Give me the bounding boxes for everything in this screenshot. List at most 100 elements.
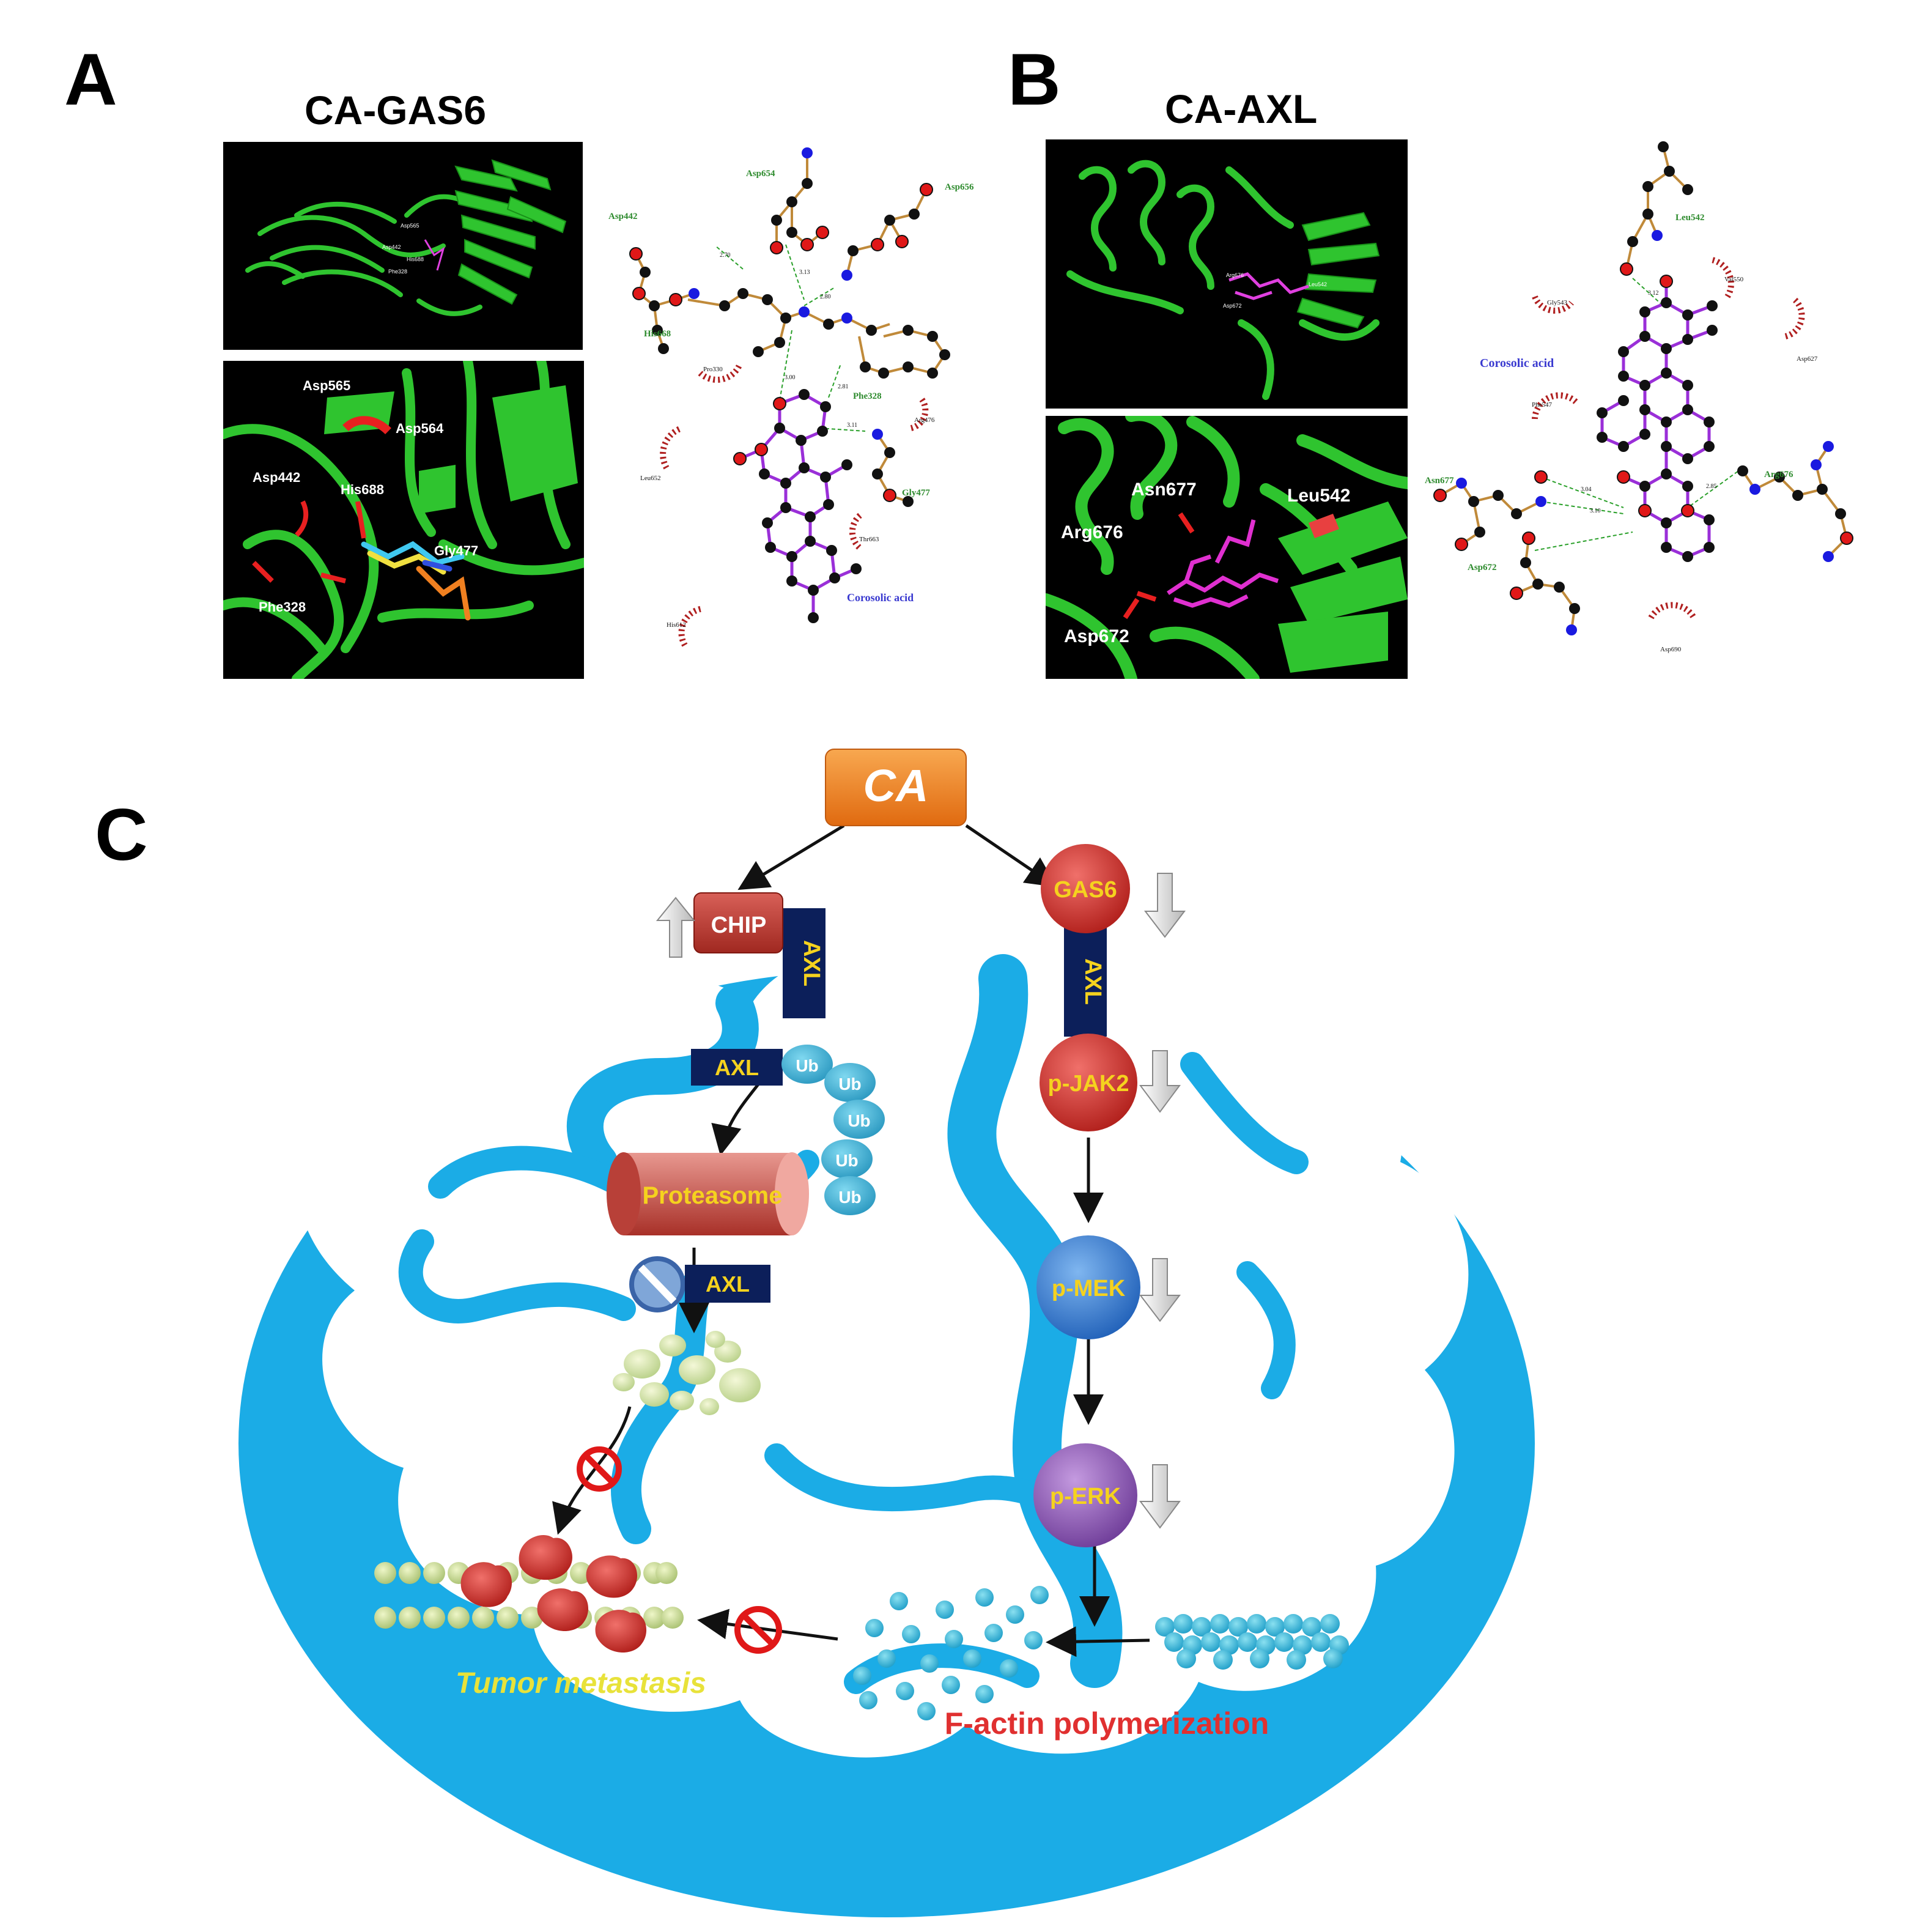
ligplot-a-atoms [629,147,950,623]
dist-a-3: 2.80 [820,294,831,300]
ligplot-b-hydro-2: Gly543 [1547,299,1568,306]
dist-a-2: 3.13 [799,269,810,276]
proteasome-block-icon [629,1256,685,1312]
dist-a-5: 2.81 [838,383,849,390]
svg-text:Asp565: Asp565 [401,223,419,229]
axl-degraded-label: AXL [706,1271,750,1297]
axl-receptor-label: AXL [799,940,824,986]
ca-label: CA [863,760,929,811]
arrow-ca-to-chip [737,824,845,890]
dist-b-4: 2.85 [1706,483,1717,490]
ligplot-b-hydro-5: Asp690 [1660,646,1682,653]
ligplot-a-ligand-name: Corosolic acid [847,591,914,604]
ligplot-a-hydro-1: Pro330 [703,366,723,373]
closeup-b-res-4: Asp672 [1064,626,1129,646]
closeup-a-res-2: Asp564 [396,421,444,436]
panel-c-letter: C [95,794,148,876]
ubiquitin-chain: Ub Ub Ub Ub Ub [781,1045,885,1215]
svg-text:Arg676: Arg676 [1226,272,1244,278]
closeup-a-res-1: Asp565 [303,378,350,393]
perk-label: p-ERK [1050,1484,1121,1509]
pathway-diagram: CA AXL CHIP AXL Ub Ub Ub Ub Ub Proteasom… [238,749,1535,1917]
svg-text:Phe328: Phe328 [388,268,407,275]
ligplot-b-res-3: Arg676 [1764,470,1793,479]
tumor-metastasis-label: Tumor metastasis [456,1667,706,1700]
degraded-fragments [613,1331,761,1415]
ligplot-a-res-2: Asp656 [945,182,974,192]
ub-label-2: Ub [838,1075,861,1094]
axl-ub-tag [691,1049,783,1086]
ligplot-b-hydro-1: Val550 [1724,276,1744,283]
perk-node: p-ERK [1033,1443,1137,1547]
proteasome-node: Proteasome [607,1152,809,1235]
pmek-node: p-MEK [1036,1235,1140,1339]
pjak2-down-arrow [1139,1050,1181,1113]
ub-label-5: Ub [838,1188,861,1207]
pmek-down-arrow [1139,1258,1181,1322]
closeup-a-res-6: Phe328 [259,599,306,615]
pjak2-node: p-JAK2 [1040,1034,1137,1131]
chip-axl-complex: AXL CHIP [693,892,825,1018]
svg-text:Asp442: Asp442 [382,244,401,250]
no-sign-factin [734,1606,782,1654]
dist-a-6: 3.11 [847,422,857,429]
axl-ub-label: AXL [715,1055,759,1080]
ligplot-a-hydro-4: Thr663 [859,536,879,543]
chip-up-arrow [656,897,696,958]
closeup-b-res-1: Asn677 [1131,479,1197,500]
dist-b-1: 3.12 [1648,290,1659,297]
ca-node: CA [825,749,967,826]
ligplot-b-res-1: Leu542 [1675,213,1705,223]
ub-label-1: Ub [796,1056,818,1075]
ligplot-a-res-3: Asp442 [608,212,638,221]
arrow-ca-to-gas6 [965,824,1057,887]
svg-text:His688: His688 [407,256,424,262]
no-sign-fragments [577,1446,622,1492]
svg-text:Asp672: Asp672 [1223,303,1242,309]
ligplot-b: 3.12 3.04 3.10 2.85 [1425,141,1853,653]
ub-label-3: Ub [848,1111,870,1130]
dist-b-2: 3.04 [1581,486,1592,493]
pjak2-label: p-JAK2 [1047,1071,1129,1097]
ligplot-b-hydro-3: Asp627 [1797,355,1818,363]
axl-degraded-tag [685,1265,770,1303]
panel-b-title: CA-AXL [1165,86,1318,131]
pmek-label: p-MEK [1052,1276,1126,1301]
g-actin-cluster [1155,1614,1349,1670]
panel-b-letter: B [1008,39,1061,120]
ligplot-a-hydro-5: His612 [667,621,686,629]
axl-gas6-receptor [1064,927,1107,1037]
arrow-factin-to-tumor [697,1608,838,1641]
ligplot-b-res-4: Asp672 [1468,563,1497,572]
dist-a-4: 3.00 [785,374,796,381]
ligplot-b-hydro-4: Phe547 [1532,401,1553,409]
axl-gas6-label: AXL [1080,958,1106,1005]
gas6-closeup-structure: Asp565 Asp564 Asp442 His688 Gly477 Phe32… [223,361,584,679]
gas6-label: GAS6 [1054,877,1117,903]
proteasome-label: Proteasome [643,1182,783,1209]
perk-down-arrow [1139,1464,1181,1529]
ligplot-a-res-5: Phe328 [853,391,882,401]
tumor-blobs [460,1535,647,1653]
ligplot-b-ligand-name: Corosolic acid [1480,357,1554,370]
chip-label: CHIP [711,912,767,938]
gas6-overview-structure: Asp565 Asp442 His688 Phe328 [223,142,583,350]
closeup-a-res-5: Gly477 [434,543,478,558]
gas6-node: GAS6 [1041,844,1130,933]
gas6-down-arrow [1143,873,1186,938]
ligplot-b-atoms [1433,141,1853,635]
ligplot-a-res-1: Asp654 [746,169,775,179]
arrow-monomer-to-factin [1046,1626,1150,1657]
ligplot-a-hydro-2: Arg476 [914,416,935,424]
svg-text:Leu542: Leu542 [1309,281,1327,287]
closeup-a-res-3: Asp442 [253,470,300,485]
axl-overview-structure: Arg676 Asp672 Leu542 [1046,139,1408,409]
ligplot-a-res-6: Gly477 [902,488,930,498]
ligplot-b-res-2: Asn677 [1425,476,1454,486]
ub-label-4: Ub [835,1151,858,1170]
ligplot-a-hydro-3: Leu652 [640,475,661,482]
ligplot-a-res-4: His668 [644,329,671,339]
ligplot-a: 2.70 3.13 2.80 3.00 2.81 3.11 [608,147,974,647]
dist-a-1: 2.70 [720,252,731,259]
factin-polymerization-label: F-actin polymerization [945,1706,1269,1741]
